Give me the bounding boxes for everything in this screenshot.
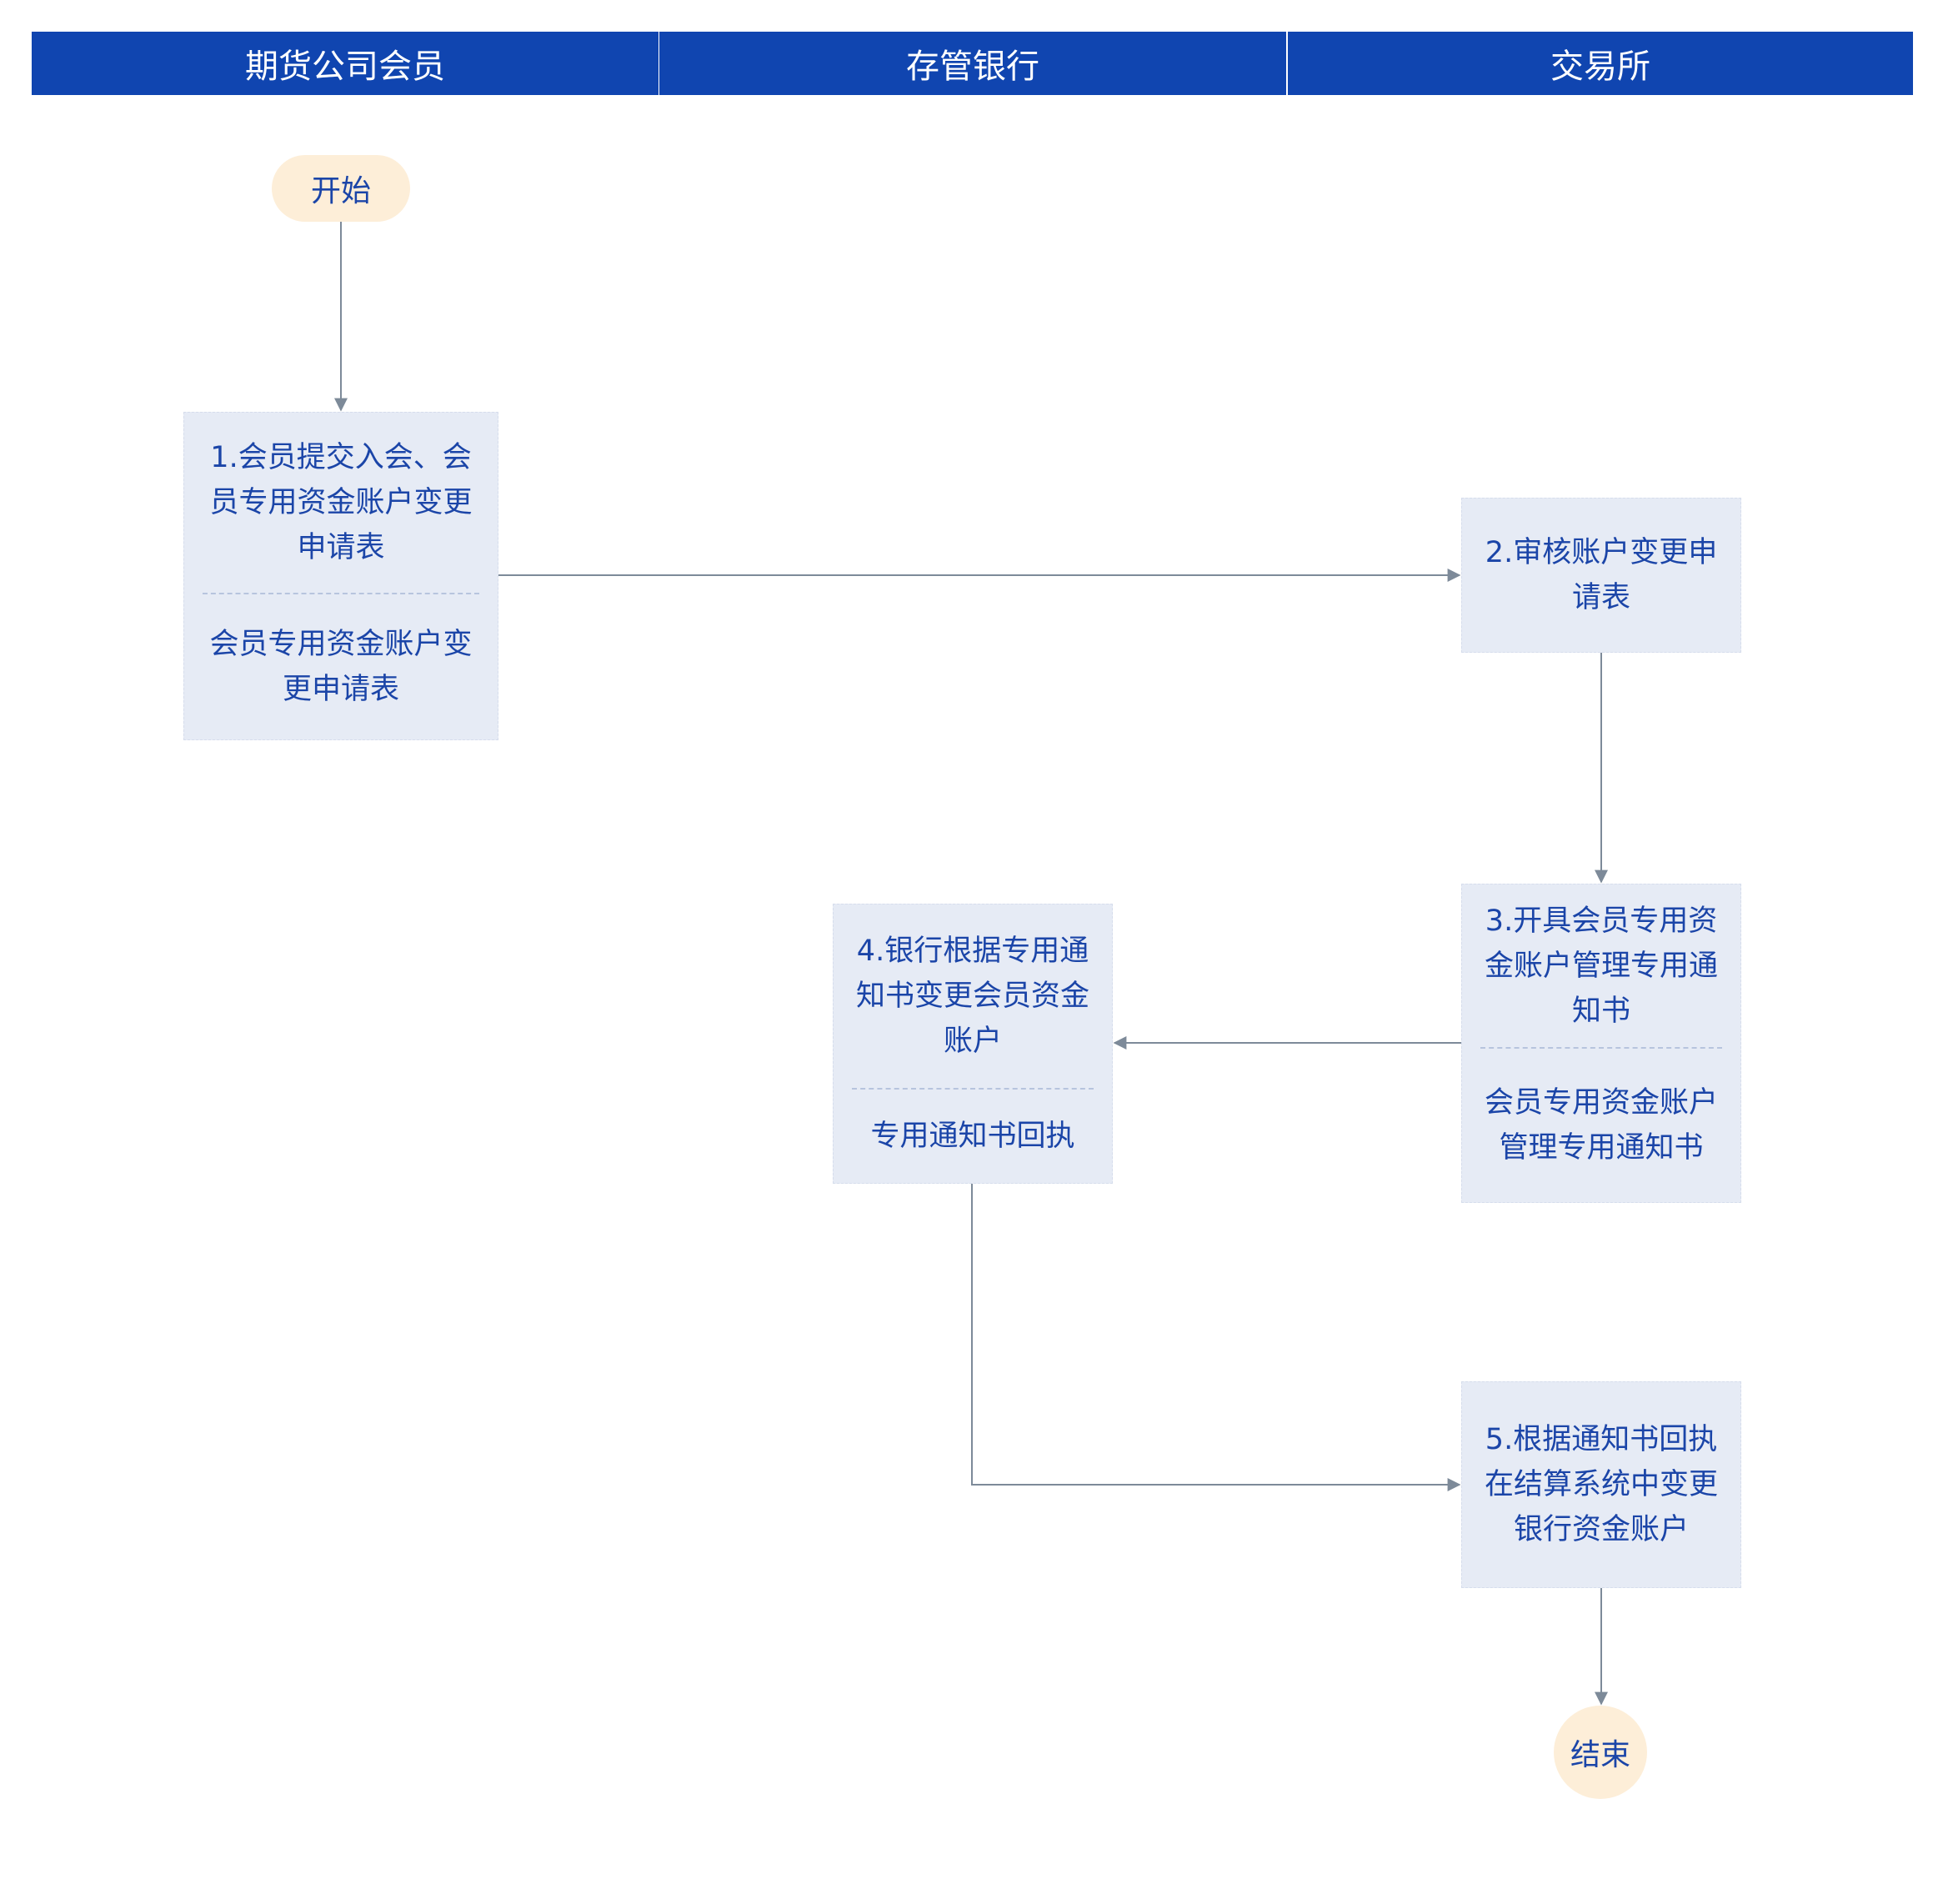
step1-document: 会员专用资金账户变更申请表 [209,628,473,706]
step1-divider [203,593,479,594]
step5-process-box: 5.根据通知书回执在结算系统中变更银行资金账户 [1461,1381,1741,1588]
step4-title: 4.银行根据专用通知书变更会员资金账户 [855,934,1089,1058]
step1-process-box: 1.会员提交入会、会员专用资金账户变更申请表 会员专用资金账户变更申请表 [183,412,498,740]
step3-document: 会员专用资金账户管理专用通知书 [1484,1086,1718,1165]
step1-title: 1.会员提交入会、会员专用资金账户变更申请表 [209,441,473,564]
step3-title: 3.开具会员专用资金账户管理专用通知书 [1484,904,1718,1028]
step4-process-box: 4.银行根据专用通知书变更会员资金账户 专用通知书回执 [833,904,1113,1184]
step4-document: 专用通知书回执 [870,1120,1075,1153]
connector-step4-to-step5 [971,1184,1461,1491]
step2-title: 2.审核账户变更申请表 [1485,536,1718,614]
step3-divider [1480,1047,1722,1049]
step3-process-box: 3.开具会员专用资金账户管理专用通知书 会员专用资金账户管理专用通知书 [1461,884,1741,1203]
lane-header-custodian-bank: 存管银行 [659,32,1286,95]
lane-header-exchange: 交易所 [1288,32,1913,95]
step5-title: 5.根据通知书回执在结算系统中变更银行资金账户 [1484,1423,1718,1546]
lane-header-futures-member: 期货公司会员 [32,32,659,95]
step4-divider [852,1088,1094,1090]
start-node: 开始 [272,155,410,222]
end-node: 结束 [1554,1706,1647,1799]
step2-process-box: 2.审核账户变更申请表 [1461,498,1741,653]
